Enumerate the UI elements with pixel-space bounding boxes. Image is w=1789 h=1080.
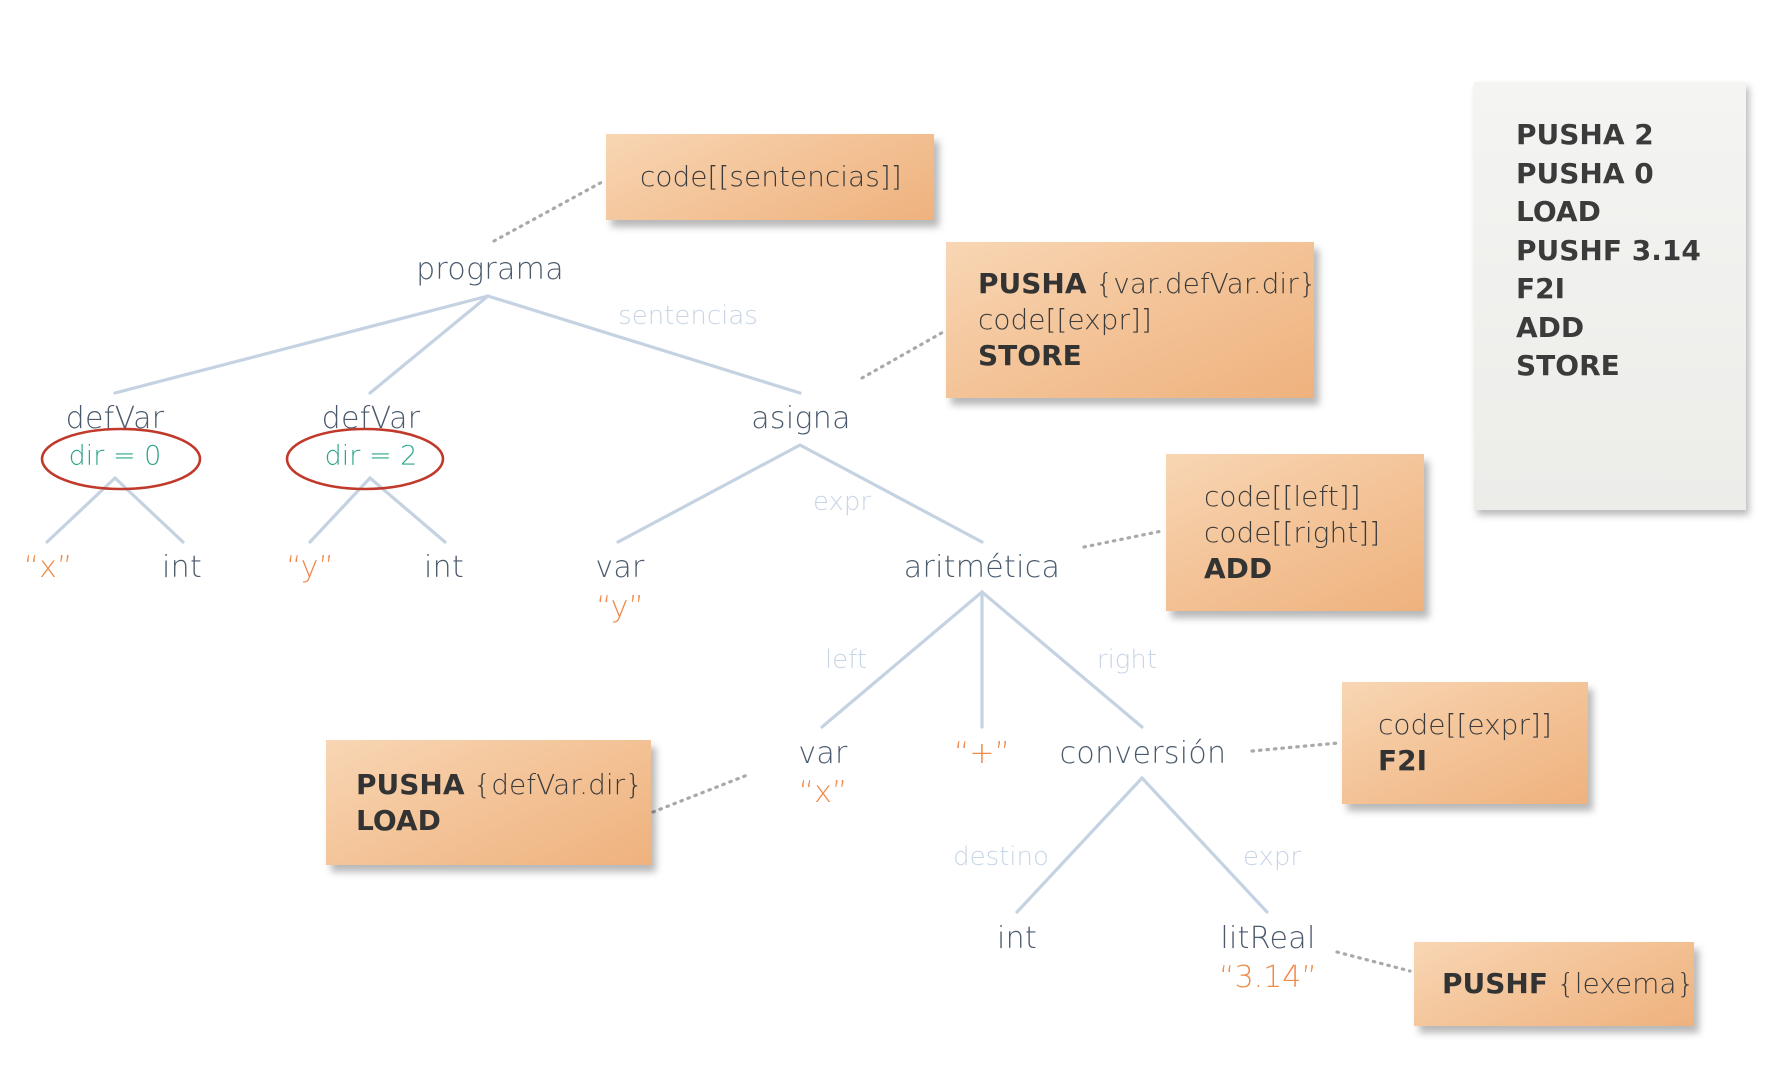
- edge-aritmetica-conversion: [980, 590, 1144, 729]
- edge-label-sentencias: sentencias: [618, 301, 758, 331]
- edge-label-right: right: [1096, 645, 1158, 675]
- connector-var: [651, 772, 752, 814]
- literal-x-1: “x”: [23, 550, 73, 585]
- literal-y-2: “y”: [596, 590, 644, 625]
- note-conversion-f2i: F2I: [1378, 744, 1428, 777]
- highlight-ring-dir2: [285, 427, 445, 491]
- note-aritmetica-add: ADD: [1204, 551, 1273, 585]
- node-int-3: int: [996, 921, 1038, 956]
- node-conversion: conversión: [1059, 736, 1227, 771]
- note-asigna-operand: {var.defVar.dir}: [1086, 267, 1317, 300]
- node-asigna: asigna: [751, 401, 851, 436]
- edge-programa-asigna: [486, 294, 802, 395]
- output-line: ADD: [1516, 310, 1585, 344]
- node-int-2: int: [423, 550, 465, 585]
- note-programa: code[[sentencias]]: [606, 134, 934, 220]
- note-var-line-2: LOAD: [356, 803, 651, 839]
- node-programa: programa: [416, 252, 564, 287]
- note-litreal-line-1: PUSHF {lexema}: [1442, 966, 1694, 1002]
- edge-label-expr-1: expr: [812, 487, 872, 517]
- literal-y-1: “y”: [286, 550, 334, 585]
- note-conversion-line-2: F2I: [1378, 743, 1588, 779]
- edge-programa-defvar2: [368, 294, 490, 395]
- highlight-ring-dir0: [40, 427, 202, 491]
- note-litreal: PUSHF {lexema}: [1414, 942, 1694, 1026]
- edge-asigna-aritmetica: [798, 443, 984, 544]
- note-asigna-line-1: PUSHA {var.defVar.dir}: [978, 266, 1317, 302]
- node-int-1: int: [161, 550, 203, 585]
- edge-asigna-var: [616, 443, 802, 544]
- literal-plus: “+”: [953, 736, 1011, 771]
- note-aritmetica-line-1: code[[left]]: [1204, 479, 1361, 513]
- note-asigna-opcode: PUSHA: [978, 267, 1087, 300]
- connector-asigna: [860, 329, 947, 380]
- output-line: LOAD: [1516, 195, 1601, 228]
- note-litreal-opcode: PUSHF: [1442, 967, 1548, 1000]
- output-line: PUSHF 3.14: [1516, 233, 1701, 267]
- note-asigna-store: STORE: [978, 339, 1082, 372]
- attribute-dir-0: dir = 0: [68, 440, 162, 472]
- note-programa-line: code[[sentencias]]: [640, 160, 902, 193]
- edge-label-left: left: [824, 645, 868, 675]
- literal-x-2: “x”: [798, 775, 848, 810]
- note-var-load: LOAD: [356, 803, 441, 837]
- note-var-operand: {defVar.dir}: [464, 767, 643, 801]
- output-line: PUSHA 0: [1516, 156, 1654, 190]
- note-conversion: code[[expr]] F2I: [1342, 682, 1588, 804]
- note-asigna-line-2: code[[expr]]: [978, 303, 1152, 336]
- literal-3-14: “3.14”: [1219, 960, 1317, 995]
- note-var-opcode: PUSHA: [356, 767, 465, 801]
- output-line: PUSHA 2: [1516, 118, 1654, 151]
- note-asigna: PUSHA {var.defVar.dir} code[[expr]] STOR…: [946, 242, 1317, 398]
- connector-conversion: [1250, 741, 1340, 753]
- node-litreal: litReal: [1220, 921, 1316, 956]
- note-aritmetica: code[[left]] code[[right]] ADD: [1166, 454, 1424, 611]
- connector-programa: [492, 180, 604, 243]
- note-litreal-operand: {lexema}: [1547, 967, 1695, 1000]
- node-var-2: var: [798, 736, 848, 771]
- node-defvar-2: defVar: [321, 401, 421, 436]
- note-aritmetica-line-3: ADD: [1204, 551, 1424, 587]
- output-line: STORE: [1516, 349, 1620, 382]
- output-code-panel: PUSHA 2 PUSHA 0 LOAD PUSHF 3.14 F2I ADD …: [1474, 82, 1746, 510]
- node-var-1: var: [595, 550, 645, 585]
- edge-conversion-int: [1015, 776, 1144, 914]
- output-line: F2I: [1516, 272, 1566, 305]
- edge-conversion-litreal: [1140, 776, 1269, 914]
- edge-label-destino: destino: [953, 842, 1049, 872]
- connector-aritmetica: [1082, 529, 1164, 549]
- note-aritmetica-line-2: code[[right]]: [1204, 515, 1381, 549]
- edge-programa-defvar1: [113, 294, 490, 395]
- note-asigna-line-3: STORE: [978, 338, 1314, 374]
- edge-aritmetica-var: [820, 590, 984, 729]
- node-defvar-1: defVar: [65, 401, 165, 436]
- connector-litreal: [1335, 950, 1412, 973]
- note-var-line-1: PUSHA {defVar.dir}: [356, 767, 651, 803]
- note-var: PUSHA {defVar.dir} LOAD: [326, 740, 651, 865]
- attribute-dir-2: dir = 2: [324, 440, 418, 472]
- node-aritmetica: aritmética: [903, 550, 1061, 585]
- note-conversion-line-1: code[[expr]]: [1378, 708, 1552, 741]
- edge-label-expr-2: expr: [1242, 842, 1302, 872]
